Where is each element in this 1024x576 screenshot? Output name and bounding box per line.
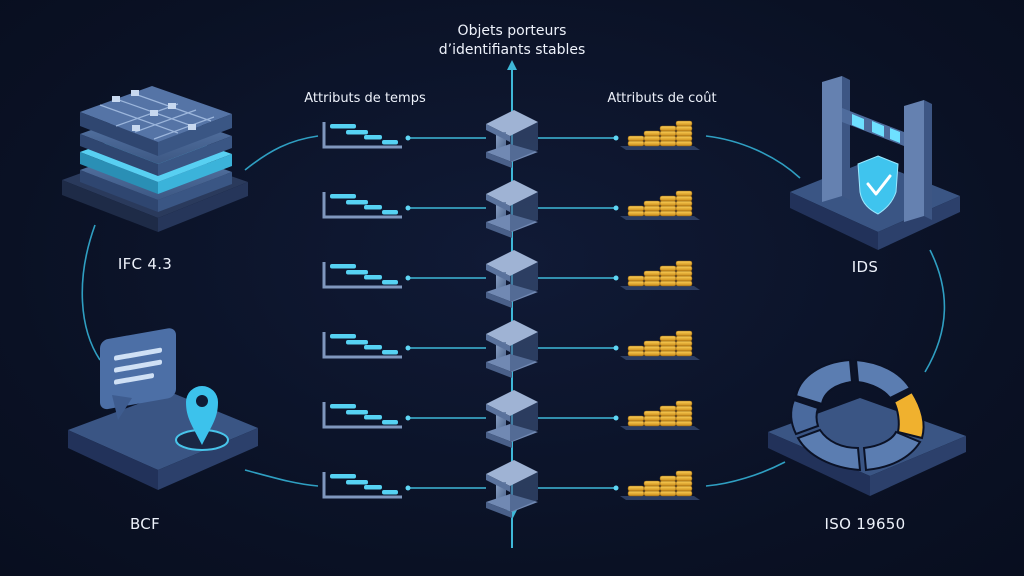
coin-stack-icon bbox=[620, 470, 700, 500]
bcf-label: BCF bbox=[129, 515, 161, 533]
central-title: Objets porteurs d’identifiants stables bbox=[412, 22, 612, 60]
ifc-stack-icon bbox=[62, 86, 248, 232]
cost-attributes-label: Attributs de coût bbox=[607, 91, 717, 106]
gantt-chart-icon bbox=[322, 262, 402, 289]
central-title-line2: d’identifiants stables bbox=[438, 42, 586, 58]
gantt-chart-icon bbox=[322, 402, 402, 429]
attribute-row bbox=[322, 320, 700, 378]
iso-cycle-icon bbox=[768, 358, 966, 496]
attribute-row bbox=[322, 390, 700, 448]
ids-label: IDS bbox=[851, 258, 879, 276]
steel-beam-icon bbox=[486, 390, 538, 448]
coin-stack-icon bbox=[620, 330, 700, 360]
gantt-chart-icon bbox=[322, 192, 402, 219]
gantt-chart-icon bbox=[322, 332, 402, 359]
steel-beam-icon bbox=[486, 180, 538, 238]
coin-stack-icon bbox=[620, 260, 700, 290]
iso-19650-label: ISO 19650 bbox=[824, 515, 906, 533]
attribute-rows bbox=[322, 110, 700, 518]
coin-stack-icon bbox=[620, 120, 700, 150]
ifc-label: IFC 4.3 bbox=[117, 255, 173, 273]
time-attributes-label: Attributs de temps bbox=[304, 91, 426, 106]
coin-stack-icon bbox=[620, 400, 700, 430]
steel-beam-icon bbox=[486, 110, 538, 168]
steel-beam-icon bbox=[486, 320, 538, 378]
ids-gate-icon bbox=[790, 76, 960, 250]
gantt-chart-icon bbox=[322, 122, 402, 149]
bcf-issue-icon bbox=[68, 328, 258, 490]
steel-beam-icon bbox=[486, 250, 538, 308]
attribute-row bbox=[322, 180, 700, 238]
coin-stack-icon bbox=[620, 190, 700, 220]
attribute-row bbox=[322, 250, 700, 308]
gantt-chart-icon bbox=[322, 472, 402, 499]
central-title-line1: Objets porteurs bbox=[457, 23, 567, 39]
steel-beam-icon bbox=[486, 460, 538, 518]
attribute-row bbox=[322, 110, 700, 168]
attribute-row bbox=[322, 460, 700, 518]
connector-arcs bbox=[81, 135, 946, 487]
